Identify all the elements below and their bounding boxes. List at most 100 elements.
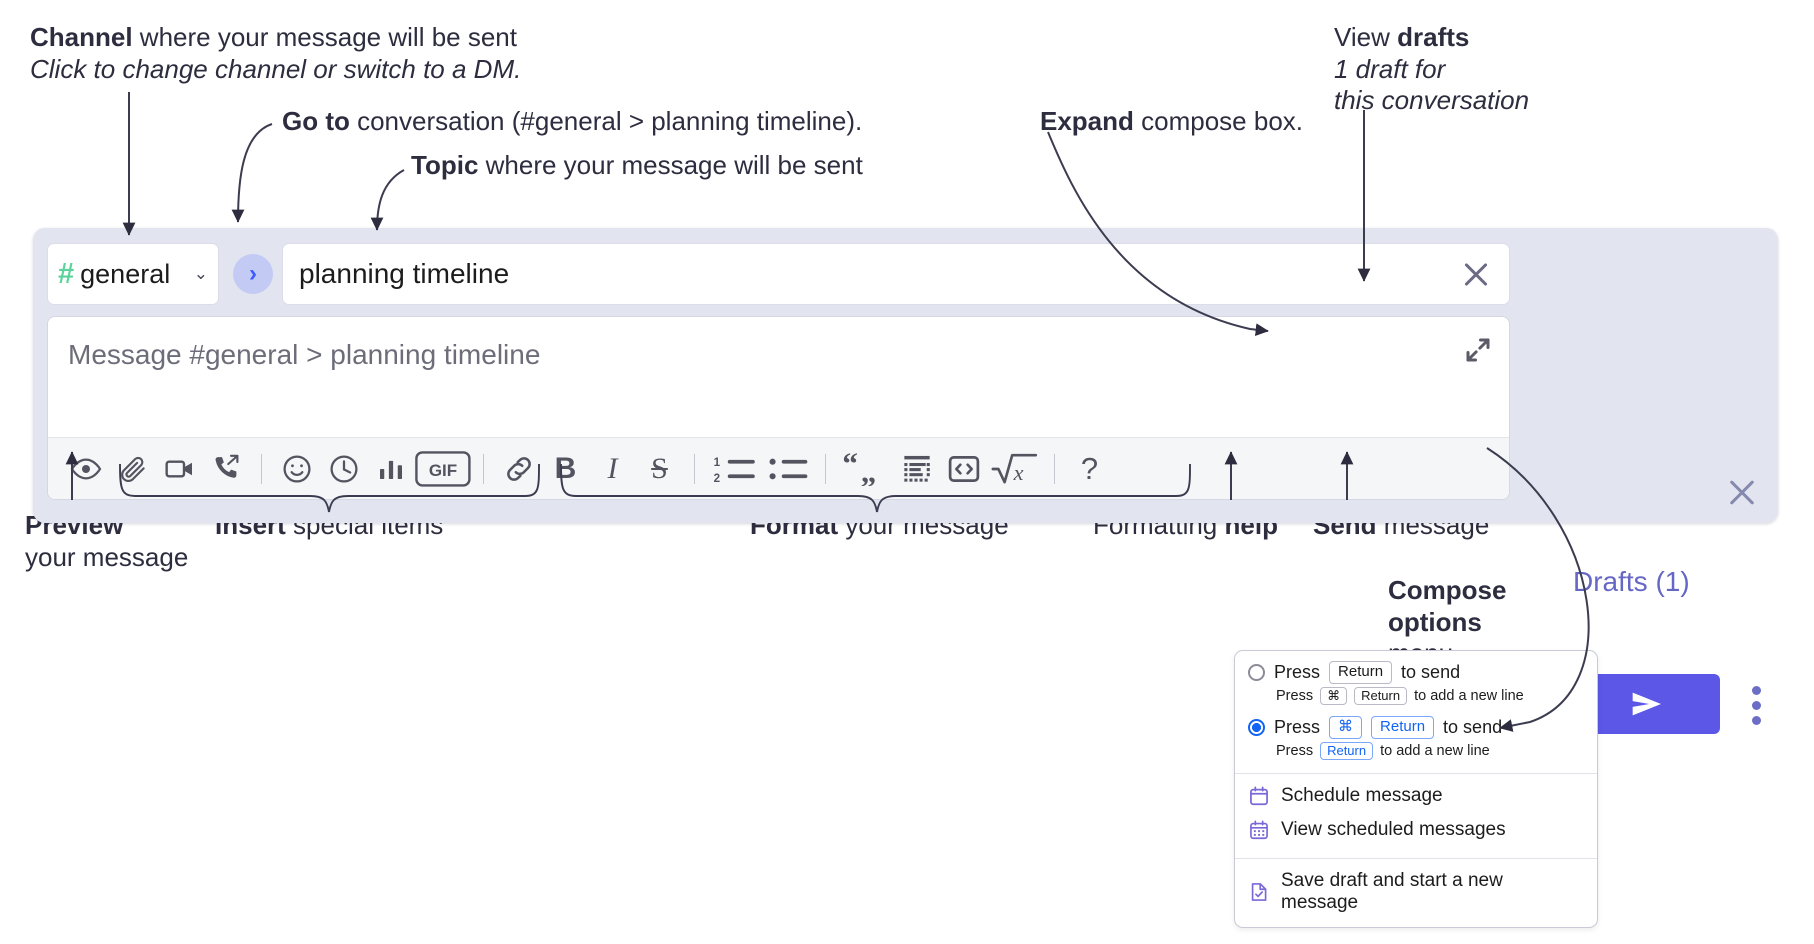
svg-text:“: “ [842, 452, 858, 480]
menu-option-subtext: Press ⌘ Return to add a new line [1235, 686, 1597, 712]
annotation-compose-bold2: options [1388, 606, 1482, 637]
ordered-list-icon[interactable]: 1 2 [706, 445, 762, 492]
menu-option-row[interactable]: Press ⌘ Return to send [1235, 712, 1597, 741]
message-input-placeholder: Message #general > planning timeline [68, 339, 541, 370]
gif-icon[interactable]: GIF [414, 445, 472, 492]
option-suffix: to send [1443, 716, 1503, 737]
bold-label: B [554, 451, 577, 485]
svg-text:x: x [1013, 460, 1024, 485]
menu-item-save-draft[interactable]: Save draft and start a new message [1235, 864, 1597, 920]
toolbar-separator [1054, 453, 1055, 484]
expand-icon[interactable] [1463, 335, 1493, 365]
menu-item-schedule-message[interactable]: Schedule message [1235, 779, 1597, 813]
bulleted-list-icon[interactable] [762, 445, 814, 492]
svg-text:„: „ [861, 453, 877, 485]
channel-selector[interactable]: # general ⌄ [47, 243, 219, 305]
compose-inner: # general ⌄ › planning timeline Message … [33, 228, 1526, 523]
key-return: Return [1354, 686, 1408, 705]
close-icon[interactable] [1725, 476, 1759, 510]
goto-conversation-button[interactable]: › [233, 254, 273, 294]
clock-icon[interactable] [320, 445, 367, 492]
blockquote-icon[interactable]: “ „ [837, 445, 893, 492]
code-icon[interactable] [940, 445, 987, 492]
annotation-drafts: View drafts 1 draft for this conversatio… [1334, 22, 1529, 117]
menu-item-view-scheduled-messages[interactable]: View scheduled messages [1235, 813, 1597, 847]
menu-divider [1235, 858, 1597, 859]
annotation-expand: Expand compose box. [1040, 106, 1303, 138]
annotation-goto: Go to conversation (#general > planning … [282, 106, 862, 138]
radio-selected[interactable] [1248, 718, 1265, 736]
emoji-icon[interactable] [273, 445, 320, 492]
menu-option-row[interactable]: Press Return to send [1235, 657, 1597, 686]
toolbar-separator [483, 453, 484, 484]
italic-icon[interactable]: I [589, 445, 636, 492]
toolbar-separator [261, 453, 262, 484]
connector-topic [370, 169, 405, 231]
svg-text:GIF: GIF [429, 461, 457, 480]
close-icon[interactable] [1459, 257, 1493, 291]
kebab-dot [1751, 686, 1761, 695]
link-icon[interactable] [495, 445, 542, 492]
poll-icon[interactable] [367, 445, 414, 492]
connector-goto [231, 123, 273, 223]
annotation-preview-line2: your message [25, 541, 189, 572]
annotation-drafts-plain: View [1334, 22, 1398, 52]
menu-item-label: Schedule message [1281, 785, 1443, 806]
compose-header-row: # general ⌄ › planning timeline [47, 243, 1510, 305]
menu-item-label: View scheduled messages [1281, 819, 1506, 840]
key-return: Return [1320, 741, 1374, 760]
channel-name: general [80, 258, 171, 289]
attachment-icon[interactable] [109, 445, 156, 492]
math-icon[interactable]: x [987, 445, 1043, 492]
kebab-dot [1751, 701, 1761, 710]
chevron-down-icon: ⌄ [193, 264, 208, 283]
formatting-toolbar: GIF B I S [48, 437, 1509, 499]
calendar-icon [1248, 785, 1270, 807]
strikethrough-label: S [651, 451, 668, 485]
annotation-expand-rest: compose box. [1133, 106, 1304, 136]
option-suffix: to send [1401, 661, 1461, 682]
help-icon[interactable]: ? [1066, 445, 1113, 492]
huddle-icon[interactable] [203, 445, 250, 492]
annotation-channel-bold: Channel [30, 22, 133, 52]
video-icon[interactable] [156, 445, 203, 492]
calendar-grid-icon [1248, 819, 1270, 841]
compose-options-button[interactable] [1748, 680, 1764, 728]
chevron-right-icon: › [249, 260, 257, 287]
annotation-drafts-italic1: 1 draft for [1334, 53, 1446, 84]
menu-option-subtext: Press Return to add a new line [1235, 741, 1597, 767]
send-button[interactable] [1574, 674, 1720, 734]
strikethrough-icon[interactable]: S [636, 445, 683, 492]
annotation-goto-bold: Go to [282, 106, 350, 136]
annotation-channel: Channel where your message will be sent … [30, 22, 521, 85]
help-label: ? [1080, 451, 1099, 486]
annotation-drafts-italic2: this conversation [1334, 85, 1530, 116]
sub-prefix: Press [1276, 742, 1314, 759]
hash-icon: # [58, 257, 74, 290]
radio-unselected[interactable] [1248, 663, 1265, 681]
compose-widget: # general ⌄ › planning timeline Message … [33, 228, 1778, 734]
sub-suffix: to add a new line [1414, 687, 1524, 704]
send-icon [1632, 692, 1661, 716]
topic-input[interactable]: planning timeline [282, 243, 1510, 305]
drafts-link[interactable]: Drafts (1) [1573, 566, 1690, 597]
sub-suffix: to add a new line [1380, 742, 1490, 759]
menu-divider [1235, 773, 1597, 774]
annotation-compose-bold1: Compose [1388, 575, 1507, 605]
preview-icon[interactable] [62, 445, 109, 492]
annotation-drafts-bold: drafts [1397, 22, 1470, 52]
message-compose-box[interactable]: Message #general > planning timeline [47, 316, 1510, 500]
option-prefix: Press [1274, 716, 1321, 737]
svg-text:2: 2 [714, 472, 720, 485]
italic-label: I [607, 451, 618, 485]
kebab-dot [1751, 716, 1761, 725]
key-return: Return [1371, 716, 1435, 739]
toolbar-separator [694, 453, 695, 484]
code-block-icon[interactable] [893, 445, 940, 492]
bold-icon[interactable]: B [542, 445, 589, 492]
option-prefix: Press [1274, 661, 1321, 682]
annotation-expand-bold: Expand [1040, 106, 1134, 136]
annotation-topic-rest: where your message will be sent [478, 150, 863, 180]
key-command: ⌘ [1320, 686, 1348, 705]
compose-options-menu: Press Return to send Press ⌘ Return to a… [1234, 650, 1598, 928]
